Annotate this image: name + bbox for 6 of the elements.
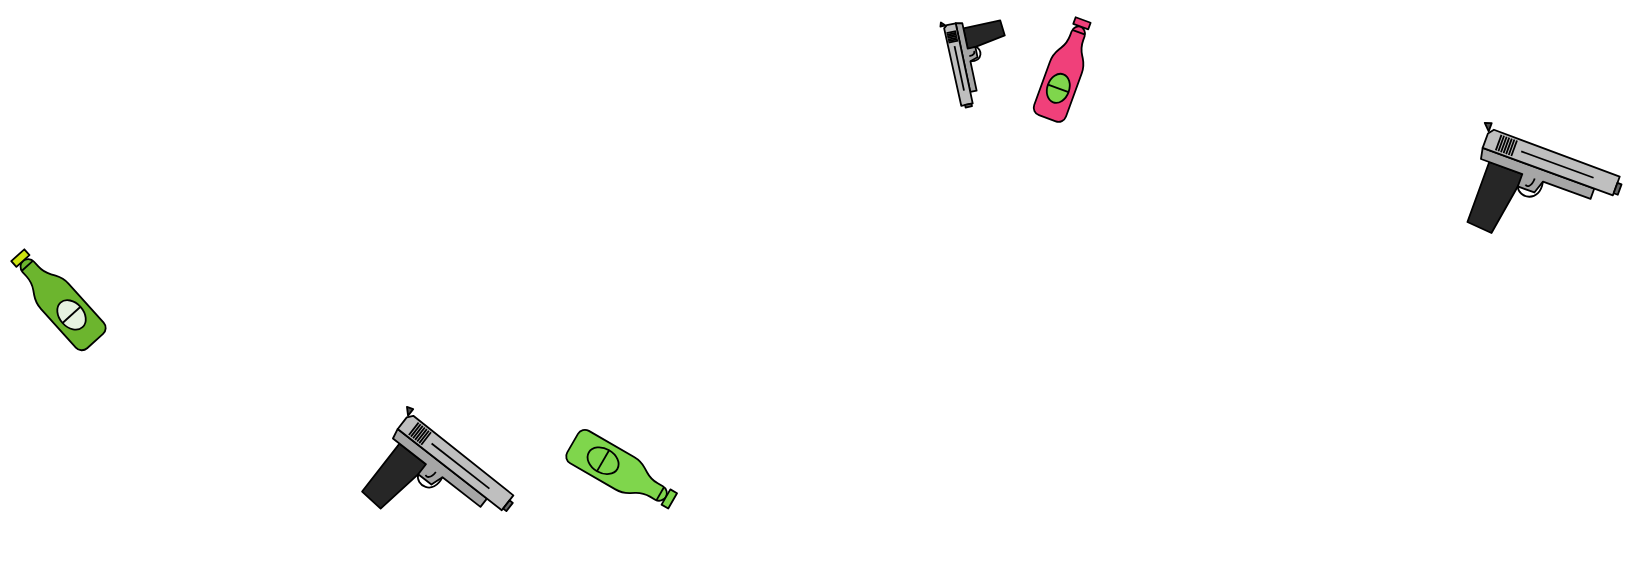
- bottle-drawing: [1032, 16, 1092, 123]
- pistol-drawing: [1466, 122, 1623, 234]
- bottle-drawing: [10, 248, 107, 352]
- pistol-drawing: [939, 19, 1006, 109]
- bottle-drawing: [565, 428, 678, 510]
- pistol-drawing: [361, 406, 515, 513]
